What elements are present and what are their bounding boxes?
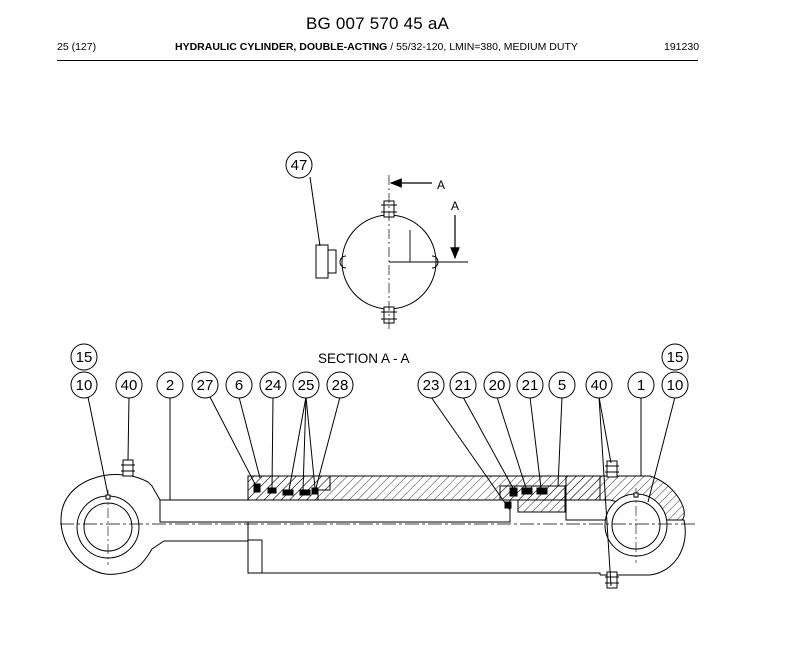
svg-text:10: 10 (76, 377, 93, 394)
callout-24: 24 (259, 371, 287, 399)
svg-text:15: 15 (76, 349, 93, 366)
callout-40-right: 40 (585, 371, 613, 399)
callout-15-right: 15 (661, 343, 689, 371)
grease-nipple-base-bottom (606, 571, 618, 589)
callout-40-left: 40 (115, 371, 143, 399)
callout-6: 6 (225, 371, 253, 399)
document-title-spec: / 55/32-120, LMIN=380, MEDIUM DUTY (387, 41, 578, 53)
svg-text:21: 21 (455, 377, 472, 394)
grease-nipple-rod-end (122, 459, 134, 477)
svg-text:1: 1 (637, 377, 645, 394)
grease-nipple-base-top (606, 460, 618, 478)
svg-text:10: 10 (667, 377, 684, 394)
page-number: 25 (127) (57, 41, 97, 53)
svg-text:47: 47 (291, 157, 308, 174)
callout-10-right: 10 (661, 371, 689, 399)
section-view (60, 459, 698, 589)
callout-10-left: 10 (70, 371, 98, 399)
svg-text:6: 6 (235, 377, 243, 394)
svg-text:40: 40 (591, 377, 608, 394)
leader-lines (87, 396, 676, 587)
svg-text:20: 20 (489, 377, 506, 394)
callout-2: 2 (156, 371, 184, 399)
end-view (315, 175, 468, 330)
svg-text:21: 21 (522, 377, 539, 394)
svg-text:28: 28 (332, 377, 349, 394)
callout-20: 20 (483, 371, 511, 399)
section-arrow-a1-label: A (437, 178, 445, 192)
callout-25: 25 (292, 371, 320, 399)
callout-21-b: 21 (516, 371, 544, 399)
piston-rod (159, 499, 511, 523)
svg-text:2: 2 (166, 377, 174, 394)
section-arrow-a2-label: A (451, 199, 459, 213)
svg-text:23: 23 (423, 377, 440, 394)
callout-47: 47 (285, 151, 321, 247)
svg-text:25: 25 (298, 377, 315, 394)
callout-1: 1 (627, 371, 655, 399)
document-title: HYDRAULIC CYLINDER, DOUBLE-ACTING / 55/3… (175, 41, 578, 53)
header-rule (57, 60, 698, 61)
svg-text:40: 40 (121, 377, 138, 394)
document-title-main: HYDRAULIC CYLINDER, DOUBLE-ACTING (175, 41, 388, 53)
callout-5: 5 (548, 371, 576, 399)
callout-15-left: 15 (70, 343, 98, 371)
document-number: BG 007 570 45 aA (305, 14, 450, 33)
callout-23: 23 (417, 371, 445, 399)
callout-21-a: 21 (449, 371, 477, 399)
document-code: 191230 (664, 41, 700, 53)
callout-27: 27 (191, 371, 219, 399)
end-view-port (315, 244, 329, 279)
section-label: SECTION A - A (318, 351, 410, 366)
svg-text:24: 24 (265, 377, 282, 394)
svg-text:27: 27 (197, 377, 214, 394)
callout-28: 28 (326, 371, 354, 399)
svg-text:15: 15 (667, 349, 684, 366)
svg-text:5: 5 (558, 377, 566, 394)
